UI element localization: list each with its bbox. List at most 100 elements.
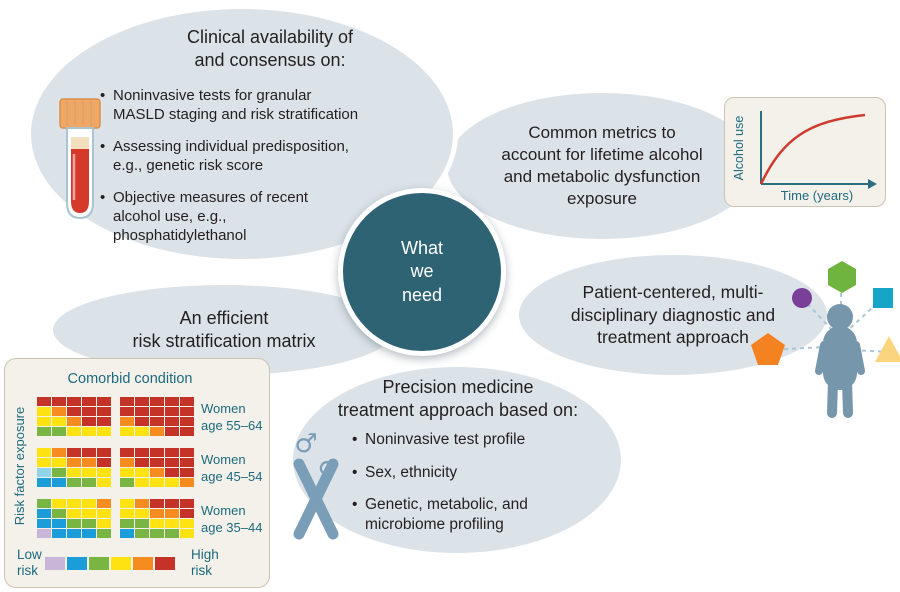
risk-cell [82, 448, 96, 457]
risk-cell [82, 417, 96, 426]
square-icon [873, 288, 893, 308]
hexagon-icon [828, 261, 856, 293]
risk-cell [150, 397, 164, 406]
risk-cell [135, 407, 149, 416]
risk-cell [135, 458, 149, 467]
risk-cell [82, 529, 96, 538]
bullet-icon: • [100, 87, 106, 104]
risk-cell [165, 529, 179, 538]
risk-cell [180, 417, 194, 426]
risk-cell [180, 397, 194, 406]
risk-cell [82, 509, 96, 518]
bullet-icon: • [100, 138, 106, 156]
row-label-35-44: Women age 35–44 [201, 503, 263, 535]
risk-cell [165, 468, 179, 477]
risk-cell [165, 417, 179, 426]
risk-cell [135, 529, 149, 538]
risk-matrix-title: Comorbid condition [67, 371, 193, 387]
risk-cell [135, 397, 149, 406]
risk-cell [52, 458, 66, 467]
risk-cell [97, 499, 111, 508]
bullet-icon: • [100, 189, 106, 207]
risk-cell [52, 397, 66, 406]
risk-legend-swatches [45, 557, 175, 570]
person-silhouette [815, 304, 865, 418]
risk-cell [120, 397, 134, 406]
risk-cell [97, 448, 111, 457]
risk-cell [180, 458, 194, 467]
risk-cell [67, 448, 81, 457]
risk-cell [120, 499, 134, 508]
risk-cell [82, 499, 96, 508]
risk-cell [165, 407, 179, 416]
bullet-icon: • [352, 431, 358, 448]
precision-bullet-2: Sex, ethnicity [365, 463, 458, 481]
risk-cell [150, 478, 164, 487]
bubble-precision [288, 362, 626, 558]
risk-cell [37, 519, 51, 528]
risk-cell [52, 417, 66, 426]
common-metrics-text: Common metrics to account for lifetime a… [501, 122, 703, 209]
risk-cell [82, 519, 96, 528]
row-label-55-64: Women age 55–64 [201, 401, 263, 433]
risk-cell [37, 458, 51, 467]
risk-cell [67, 529, 81, 538]
risk-cell [67, 427, 81, 436]
risk-cell [180, 468, 194, 477]
risk-cell [52, 478, 66, 487]
legend-swatch [155, 557, 175, 570]
risk-cell [97, 458, 111, 467]
chromosome-icon [293, 458, 339, 540]
risk-cell [120, 458, 134, 467]
risk-cell [82, 407, 96, 416]
risk-cell [52, 499, 66, 508]
clinical-bullet-2: Assessing individual predisposition, e.g… [113, 138, 349, 175]
list-item: • Noninvasive tests for granular MASLD s… [100, 86, 445, 124]
risk-cell [135, 509, 149, 518]
risk-cell [67, 458, 81, 467]
list-item: • Objective measures of recent alcohol u… [100, 188, 445, 245]
list-item: • Assessing individual predisposition, e… [100, 137, 445, 175]
row-label-45-54: Women age 45–54 [201, 452, 263, 484]
risk-cell [37, 529, 51, 538]
risk-grid [37, 397, 111, 436]
clinical-bullet-list: • Noninvasive tests for granular MASLD s… [100, 86, 445, 245]
risk-cell [180, 478, 194, 487]
risk-cell [180, 509, 194, 518]
risk-cell [52, 448, 66, 457]
center-hub: What we need [338, 188, 506, 356]
precision-bullet-1: Noninvasive test profile [365, 431, 526, 448]
risk-cell [82, 478, 96, 487]
risk-cell [120, 529, 134, 538]
risk-cell [165, 397, 179, 406]
risk-cell [150, 468, 164, 477]
risk-cell [37, 427, 51, 436]
risk-cell [135, 417, 149, 426]
precision-bullet-list: • Noninvasive test profile • Sex, ethnic… [352, 430, 607, 535]
risk-cell [165, 458, 179, 467]
risk-cell [97, 407, 111, 416]
risk-cell [165, 448, 179, 457]
legend-swatch [89, 557, 109, 570]
risk-cell [52, 509, 66, 518]
risk-cell [37, 417, 51, 426]
risk-cell [67, 397, 81, 406]
alcohol-chart-ylabel: Alcohol use [732, 116, 746, 181]
list-item: • Genetic, metabolic, and microbiome pro… [352, 495, 607, 534]
alcohol-chart: Alcohol use Time (years) [732, 111, 877, 203]
bubble-common-metrics [442, 88, 762, 244]
risk-cell [165, 519, 179, 528]
risk-cell [120, 478, 134, 487]
risk-cell [180, 519, 194, 528]
male-symbol-icon: ♂ [294, 429, 317, 459]
risk-cell [180, 529, 194, 538]
risk-cell [52, 407, 66, 416]
risk-cell [135, 478, 149, 487]
risk-cell [97, 397, 111, 406]
triangle-icon [875, 336, 900, 362]
circle-icon [792, 288, 812, 308]
risk-cell [37, 468, 51, 477]
risk-cell [97, 468, 111, 477]
blood-tube-icon [59, 98, 101, 220]
risk-matrix-ylabel: Risk factor exposure [12, 406, 27, 526]
